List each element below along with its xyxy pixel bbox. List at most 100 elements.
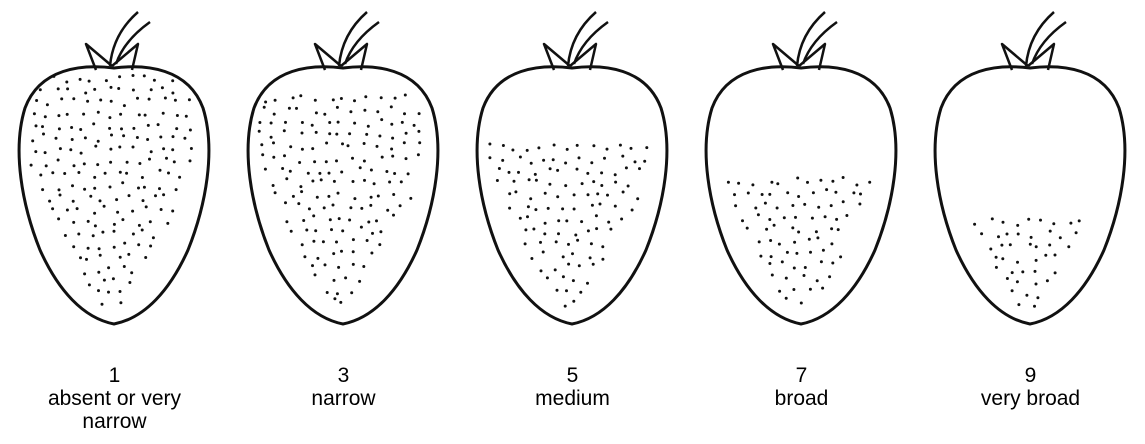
achene-dot [348, 219, 351, 222]
achene-dot [989, 248, 992, 251]
achene-dot [107, 266, 110, 269]
achene-dot [511, 149, 514, 152]
achene-dot [52, 75, 55, 78]
achene-dot [174, 99, 177, 102]
achene-dot [1030, 236, 1033, 239]
strawberry-drawing [687, 0, 916, 340]
achene-dot [1054, 271, 1057, 274]
achene-dot [166, 222, 169, 225]
achene-dot [77, 171, 80, 174]
achene-dot [754, 207, 757, 210]
achene-dot [176, 114, 179, 117]
achene-dot [540, 269, 543, 272]
achene-dot [119, 290, 122, 293]
achene-dot [352, 180, 355, 183]
achene-dot [145, 205, 148, 208]
achene-dot [352, 250, 355, 253]
achene-dot [39, 88, 42, 91]
achene-dot [57, 114, 60, 117]
achene-dot [332, 252, 335, 255]
achene-dot [364, 95, 367, 98]
achene-dot [72, 97, 75, 100]
achene-dot [44, 115, 47, 118]
achene-dot [290, 230, 293, 233]
achene-dot [316, 257, 319, 260]
achene-dot [97, 140, 100, 143]
achene-dot [311, 147, 314, 150]
achene-dot [88, 283, 91, 286]
achene-dot [371, 232, 374, 235]
achene-dot [284, 121, 287, 124]
achene-dot [31, 139, 34, 142]
achene-dot [586, 172, 589, 175]
achene-dot [87, 220, 90, 223]
achene-dot [97, 111, 100, 114]
achene-dot [312, 240, 315, 243]
achene-dot [363, 109, 366, 112]
achene-dot [502, 144, 505, 147]
achene-dot [118, 75, 121, 78]
achene-dot [144, 114, 147, 117]
achene-dot [858, 203, 861, 206]
achene-dot [380, 118, 383, 121]
achene-dot [388, 181, 391, 184]
achene-dot [154, 194, 157, 197]
score-label: 5 [458, 364, 687, 387]
achene-dot [638, 167, 641, 170]
achene-dot [565, 219, 568, 222]
achene-dot [797, 231, 800, 234]
achene-dot [94, 224, 97, 227]
achene-dot [417, 153, 420, 156]
achene-dots [258, 94, 422, 304]
achene-dot [555, 240, 558, 243]
achene-dot [781, 260, 784, 263]
achene-dot [99, 254, 102, 257]
achene-dot [528, 178, 531, 181]
achene-dot [404, 94, 407, 97]
achene-dot [578, 264, 581, 267]
achene-dot [325, 142, 328, 145]
achene-dot [70, 126, 73, 129]
achene-dot [121, 181, 124, 184]
achene-dot [393, 172, 396, 175]
achene-dot [162, 147, 165, 150]
achene-dot [625, 166, 628, 169]
achene-dot [557, 232, 560, 235]
achene-dot [141, 229, 144, 232]
achene-dot [496, 179, 499, 182]
strawberry-drawing [229, 0, 458, 340]
achene-dot [809, 288, 812, 291]
achene-dot [367, 125, 370, 128]
achene-dot [811, 217, 814, 220]
achene-dot [370, 169, 373, 172]
achene-dot [572, 279, 575, 282]
achene-dot [1002, 221, 1005, 224]
achene-dot [852, 191, 855, 194]
achene-dot [768, 218, 771, 221]
achene-dot [607, 221, 610, 224]
achene-dot [42, 133, 45, 136]
achene-dot [143, 186, 146, 189]
achene-dot [794, 216, 797, 219]
achene-dot [562, 255, 565, 258]
achene-dot [572, 300, 575, 303]
achene-dot [776, 207, 779, 210]
achene-dot [362, 265, 365, 268]
achene-dot [110, 134, 113, 137]
achene-dot [822, 249, 825, 252]
achene-dot [314, 273, 317, 276]
achene-dot [119, 113, 122, 116]
achene-dot [592, 263, 595, 266]
achene-dot [283, 154, 286, 157]
achene-dot [51, 171, 54, 174]
achene-dot [825, 188, 828, 191]
achene-dot [508, 192, 511, 195]
achene-dot [93, 176, 96, 179]
achene-dot [1016, 280, 1019, 283]
achene-dot [298, 161, 301, 164]
achene-dot [390, 148, 393, 151]
achene-dot [352, 238, 355, 241]
achene-dot [868, 181, 871, 184]
achene-dot [567, 243, 570, 246]
achene-dot [1078, 219, 1081, 222]
